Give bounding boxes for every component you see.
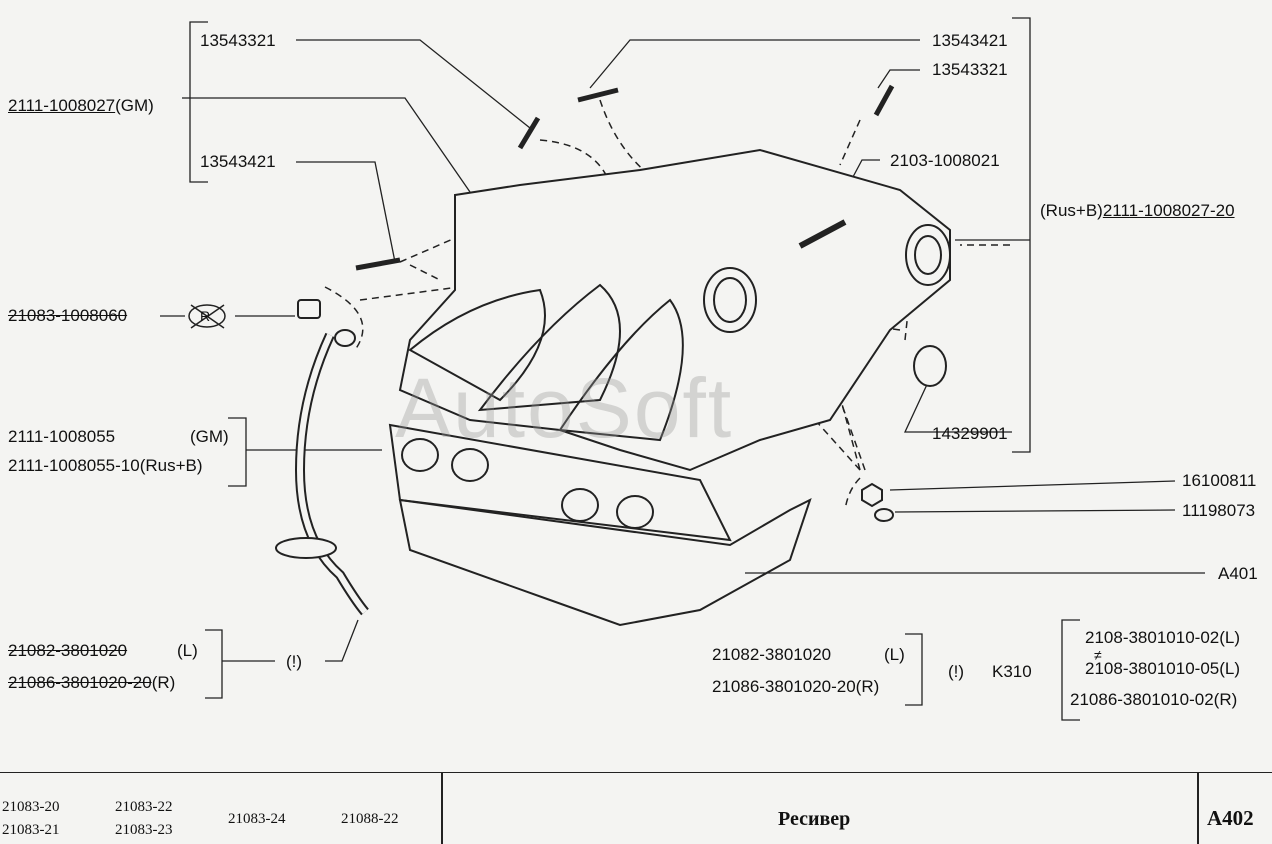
- label-a401: A401: [1218, 564, 1258, 583]
- label-13543321-top: 13543321: [932, 60, 1008, 79]
- label-21086-3801010-02: 21086-3801010-02(R): [1070, 690, 1238, 709]
- label-excl-left: (!): [286, 652, 303, 671]
- footer-divider-2: [1197, 773, 1199, 844]
- label-2111-1008055: 2111-1008055: [8, 427, 116, 446]
- label-13543421-left: 13543421: [200, 152, 276, 171]
- label-excl-mid: (!): [948, 662, 965, 681]
- label-2111-1008027-20: (Rus+B)2111-1008027-20: [1040, 201, 1235, 221]
- label-2111-1008027: 2111-1008027(GM): [8, 96, 154, 116]
- label-16100811: 16100811: [1182, 471, 1257, 490]
- label-hose-l: (L): [177, 641, 198, 660]
- label-2111-1008055-10: 2111-1008055-10(Rus+B): [8, 456, 203, 475]
- label-hose-21086-number: 21086-3801020-20: [8, 673, 152, 692]
- label-13543321-left: 13543321: [200, 31, 276, 50]
- page-title: Ресивер: [778, 808, 851, 830]
- footer-bar: 21083-20 21083-21 21083-22 21083-23 2108…: [0, 772, 1272, 844]
- label-2108-3801010-05: 2108-3801010-05(L): [1085, 659, 1241, 678]
- label-rusb-prefix: (Rus+B): [1040, 201, 1103, 220]
- not-equal-symbol: ≠: [1094, 647, 1102, 663]
- model-21083-20: 21083-20: [2, 799, 60, 815]
- page-id: A402: [1207, 806, 1254, 830]
- watermark: AutoSoft: [395, 361, 734, 455]
- model-21083-21: 21083-21: [2, 822, 60, 838]
- left-top-bracket: [189, 21, 208, 183]
- model-21088-22: 21088-22: [341, 811, 399, 827]
- r-symbol-label: R: [200, 308, 211, 324]
- label-gasket-gm: (GM): [190, 427, 229, 446]
- model-21083-23: 21083-23: [115, 822, 173, 838]
- label-13543421-top: 13543421: [932, 31, 1008, 50]
- model-21083-22: 21083-22: [115, 799, 173, 815]
- label-k310: K310: [992, 662, 1032, 681]
- label-hose-21086: 21086-3801020-20(R): [8, 673, 175, 693]
- label-14329901: 14329901: [932, 424, 1008, 443]
- label-gm-suffix: (GM): [115, 96, 154, 115]
- label-11198073: 11198073: [1182, 501, 1256, 520]
- label-2108-3801010-02: 2108-3801010-02(L): [1085, 628, 1241, 647]
- label-hose-r: (R): [151, 673, 176, 692]
- label-mid-21082: 21082-3801020: [712, 645, 832, 664]
- model-21083-24: 21083-24: [228, 811, 286, 827]
- label-2111-1008027-20-number: 2111-1008027-20: [1102, 201, 1235, 220]
- label-2103-1008021: 2103-1008021: [890, 151, 1000, 170]
- label-21083-1008060: 21083-1008060: [8, 306, 128, 325]
- label-hose-21082: 21082-3801020: [8, 641, 128, 660]
- r-circle-symbol: [188, 304, 226, 329]
- label-2111-1008027-number: 2111-1008027: [8, 96, 116, 115]
- footer-divider-1: [441, 773, 443, 844]
- label-mid-l: (L): [884, 645, 905, 664]
- label-mid-21086: 21086-3801020-20(R): [712, 677, 880, 696]
